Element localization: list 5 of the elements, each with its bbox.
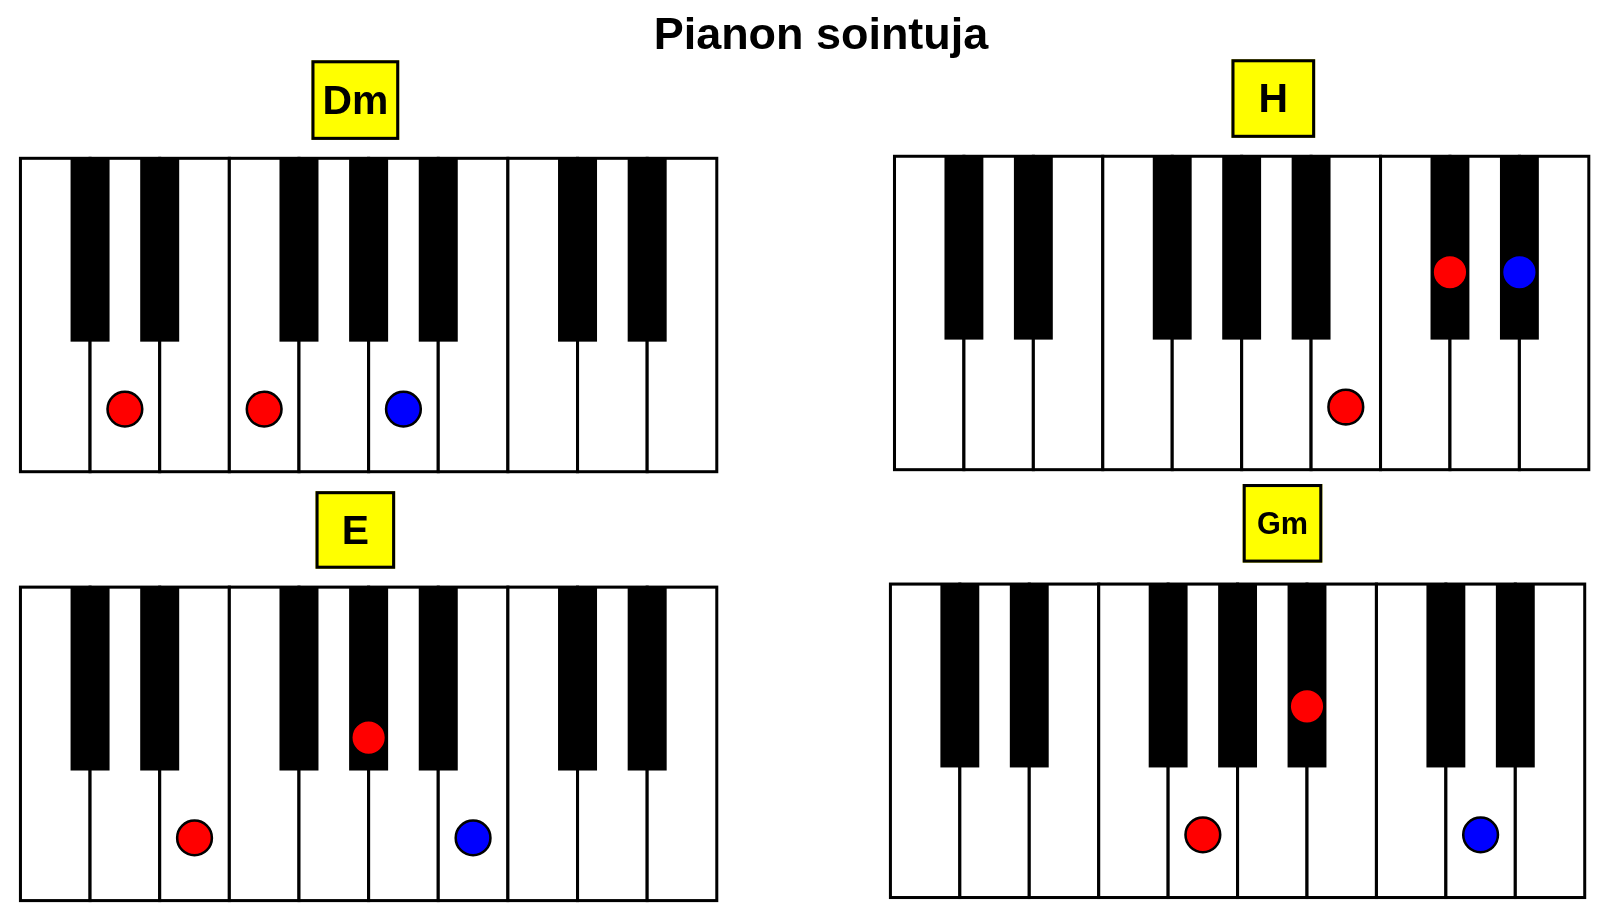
chord-label: Dm [311, 60, 400, 140]
chord-label: Gm [1242, 484, 1323, 563]
chord-label: H [1231, 59, 1316, 138]
title: Pianon sointuja [652, 8, 990, 60]
chord-label: E [315, 491, 396, 569]
